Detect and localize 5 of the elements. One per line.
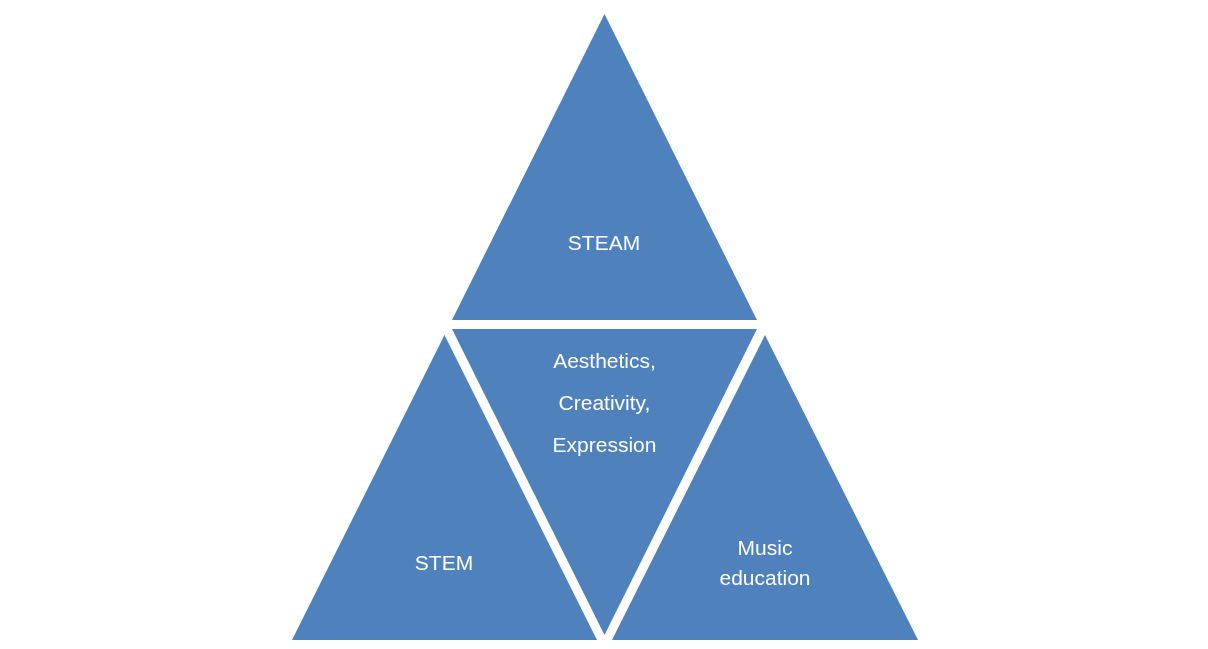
segment-label: Aesthetics, Creativity, Expression [551,348,658,458]
triangle-segment [452,14,757,320]
segment-label: STEAM [566,230,642,256]
segment-label: STEM [413,550,475,576]
segment-label: Music education [718,535,812,591]
